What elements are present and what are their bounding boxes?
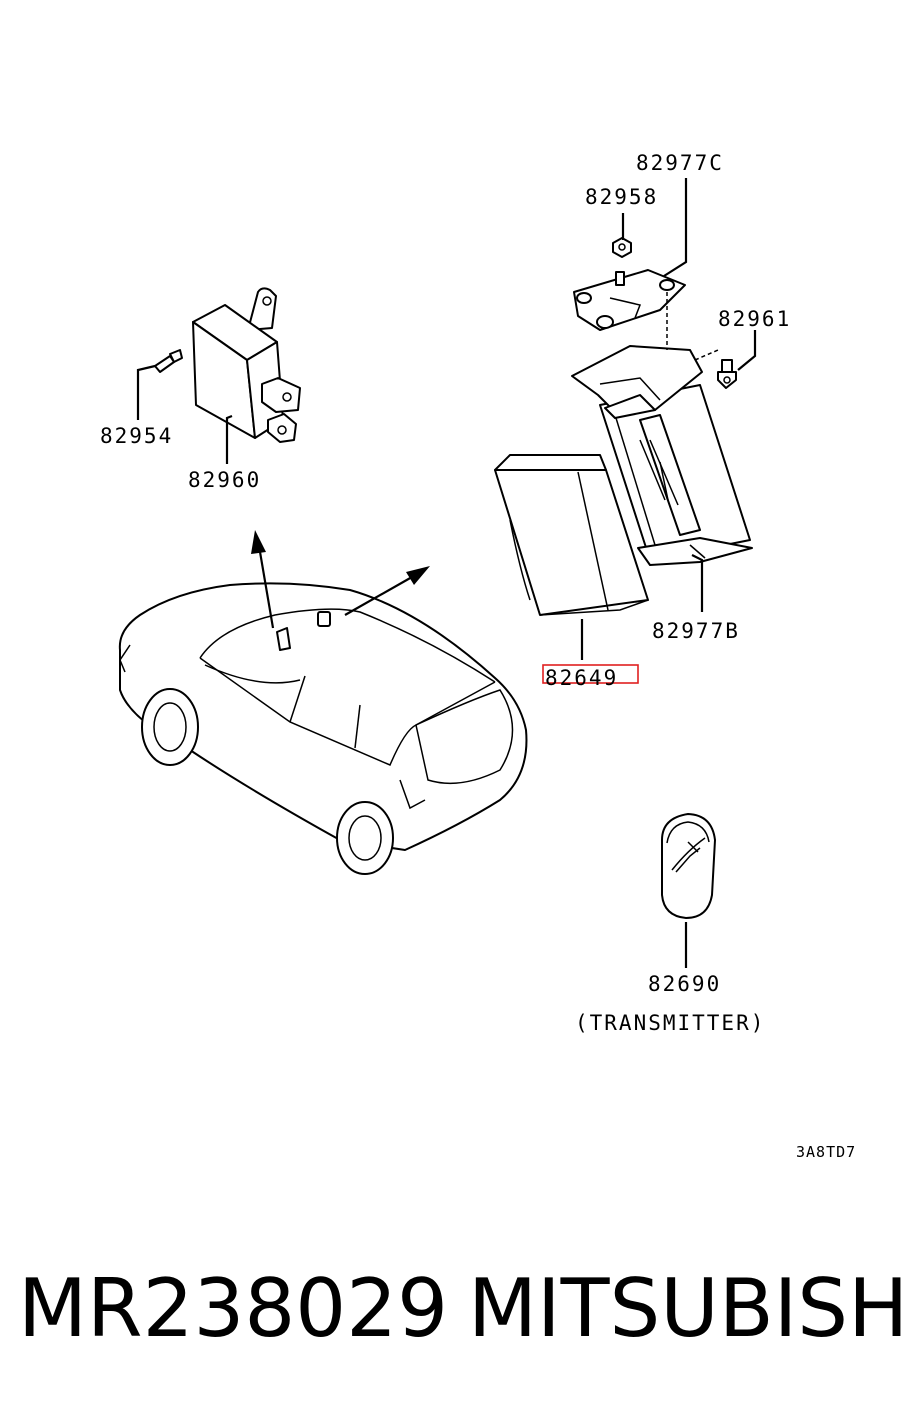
brand-name: MITSUBISHI	[468, 1262, 909, 1355]
screw-82954	[154, 349, 183, 373]
leader-lines	[136, 178, 757, 968]
footer: MR238029 MITSUBISHI	[0, 1262, 909, 1372]
direction-arrows	[251, 530, 430, 629]
callout-82977B: 82977B	[652, 619, 740, 643]
callout-82690: 82690	[648, 972, 721, 996]
part-number: MR238029	[18, 1262, 448, 1355]
highlight-box	[542, 664, 639, 684]
callout-82649: 82649	[545, 666, 618, 690]
mid-bracket-plate	[571, 345, 703, 419]
callout-82977C: 82977C	[636, 151, 724, 175]
callout-82960: 82960	[188, 468, 261, 492]
callout-82961: 82961	[718, 307, 791, 331]
callout-82954: 82954	[100, 424, 173, 448]
bolt-82961	[717, 359, 737, 389]
diagram-code: 3A8TD7	[796, 1143, 856, 1161]
callout-82649-highlight[interactable]: 82649	[542, 664, 639, 690]
receiver-unit-82649	[494, 454, 649, 616]
control-unit-82960	[192, 287, 301, 443]
bracket-82977B	[599, 384, 753, 566]
callout-transmitter: (TRANSMITTER)	[575, 1011, 765, 1035]
transmitter-82690	[661, 813, 716, 919]
mount-plate-82977C	[573, 269, 686, 331]
vehicle-outline	[118, 582, 528, 875]
callout-82958: 82958	[585, 185, 658, 209]
nut-82958	[612, 237, 632, 258]
